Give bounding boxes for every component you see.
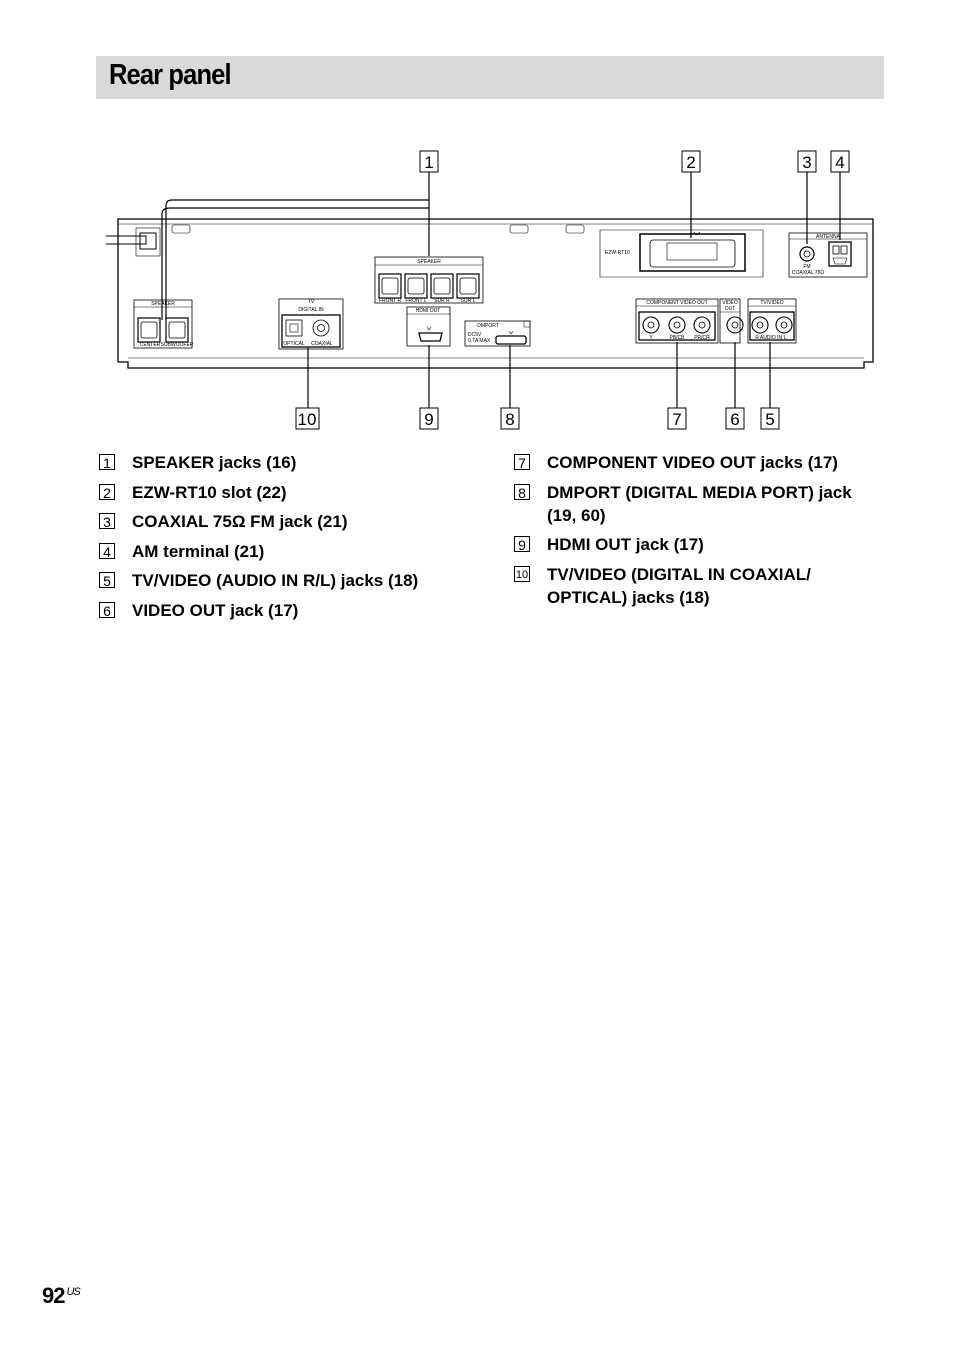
ezw-slot bbox=[599, 229, 764, 278]
list-item: 3 COAXIAL 75Ω FM jack (21) bbox=[96, 510, 496, 533]
list-item: 8 DMPORT (DIGITAL MEDIA PORT) jack (19, 6… bbox=[511, 481, 884, 527]
speaker-jacks-top bbox=[374, 256, 484, 304]
video-label: VIDEO bbox=[722, 300, 738, 306]
hdmi-out-label: HDMI OUT bbox=[416, 308, 441, 314]
item-number: 3 bbox=[99, 513, 115, 530]
item-number: 9 bbox=[514, 536, 530, 553]
l-label: L bbox=[784, 335, 787, 341]
item-text: EZW-RT10 slot (22) bbox=[132, 482, 287, 502]
item-text: COMPONENT VIDEO OUT jacks (17) bbox=[547, 453, 838, 472]
callout-1: 1 bbox=[424, 153, 433, 172]
out-label: OUT bbox=[725, 306, 736, 312]
front-l-label: FRONT L bbox=[405, 298, 427, 304]
callout-5: 5 bbox=[765, 410, 774, 429]
callout-9: 9 bbox=[424, 410, 433, 429]
rear-panel-diagram: 1 2 3 4 10 9 8 7 6 5 SPEAKER FRONT R FRO… bbox=[106, 150, 874, 430]
optical-label: OPTICAL bbox=[283, 341, 305, 347]
page-suffix: US bbox=[66, 1285, 80, 1298]
callout-7: 7 bbox=[672, 410, 681, 429]
hdmi-out-jack bbox=[406, 306, 451, 347]
list-item: 9 HDMI OUT jack (17) bbox=[511, 533, 884, 556]
callout-group bbox=[295, 150, 850, 430]
antenna-label: ANTENNA bbox=[816, 234, 841, 240]
item-text: COAXIAL 75Ω FM jack (21) bbox=[132, 512, 348, 531]
chassis-outline bbox=[117, 218, 874, 369]
item-text: DMPORT (DIGITAL MEDIA PORT) jack (19, 60… bbox=[547, 482, 852, 525]
tv-video-audio-in-jacks bbox=[747, 298, 797, 344]
r-label: R bbox=[755, 335, 759, 341]
list-item: 2 EZW-RT10 slot (22) bbox=[96, 481, 496, 504]
digital-in-label: DIGITAL IN bbox=[298, 307, 324, 313]
item-text: VIDEO OUT jack (17) bbox=[132, 600, 299, 620]
video-out-jack bbox=[719, 298, 744, 344]
dmport-jack bbox=[464, 320, 531, 347]
list-item: 10 TV/VIDEO (DIGITAL IN COAXIAL/ OPTICAL)… bbox=[511, 563, 884, 609]
page-title: Rear panel bbox=[109, 59, 232, 91]
speaker-left-label: SPEAKER bbox=[151, 301, 175, 307]
callout-6: 6 bbox=[730, 410, 739, 429]
dc5v-label: DC5V bbox=[468, 332, 482, 338]
pr-label: PR/CR bbox=[694, 335, 710, 341]
callout-3: 3 bbox=[802, 153, 811, 172]
item-number: 6 bbox=[99, 601, 115, 619]
surr-r-label: SUR R bbox=[434, 298, 450, 304]
item-text: HDMI OUT jack (17) bbox=[547, 535, 704, 554]
pb-label: PB/CB bbox=[669, 335, 685, 341]
callout-2: 2 bbox=[686, 153, 695, 172]
digital-in-jacks bbox=[278, 298, 344, 350]
fm-label: FM bbox=[803, 264, 810, 270]
item-text: TV/VIDEO (AUDIO IN R/L) jacks (18) bbox=[132, 571, 419, 590]
front-r-label: FRONT R bbox=[379, 298, 402, 304]
list-item: 7 COMPONENT VIDEO OUT jacks (17) bbox=[511, 451, 884, 474]
subwoofer-label: SUBWOOFER bbox=[161, 342, 194, 348]
item-number: 8 bbox=[514, 483, 530, 501]
list-item: 5 TV/VIDEO (AUDIO IN R/L) jacks (18) bbox=[96, 569, 496, 592]
list-item: 1 SPEAKER jacks (16) bbox=[96, 451, 496, 474]
item-text: AM terminal (21) bbox=[132, 541, 265, 561]
title-bar: Rear panel bbox=[96, 56, 884, 99]
y-label: Y bbox=[649, 335, 653, 341]
coaxial-75-label: COAXIAL 75Ω bbox=[792, 270, 824, 276]
item-number: 5 bbox=[99, 572, 115, 589]
component-video-out-label: COMPONENT VIDEO OUT bbox=[646, 300, 707, 306]
item-number: 2 bbox=[99, 483, 115, 501]
item-text: TV/VIDEO (DIGITAL IN COAXIAL/ OPTICAL) j… bbox=[547, 564, 811, 607]
center-label: CENTER bbox=[140, 342, 161, 348]
ezw-label: EZW-RT10 bbox=[605, 250, 630, 256]
speaker-top-label: SPEAKER bbox=[417, 259, 441, 265]
tv-video-label: TV/VIDEO bbox=[760, 300, 783, 306]
callout-10: 10 bbox=[298, 410, 317, 429]
item-number: 4 bbox=[99, 542, 115, 560]
callout-8: 8 bbox=[505, 410, 514, 429]
legend-right: 7 COMPONENT VIDEO OUT jacks (17) 8 DMPORT … bbox=[511, 451, 884, 615]
component-video-out-jacks bbox=[635, 298, 719, 344]
item-number: 7 bbox=[514, 454, 530, 471]
item-text: SPEAKER jacks (16) bbox=[132, 453, 297, 472]
surr-l-label: SUR L bbox=[461, 298, 476, 304]
tv-label: TV bbox=[308, 299, 315, 305]
antenna-terminals bbox=[788, 232, 868, 278]
speaker-jacks-left bbox=[133, 299, 193, 349]
page-number-value: 92 bbox=[42, 1283, 66, 1308]
item-number: 10 bbox=[514, 565, 530, 582]
list-item: 4 AM terminal (21) bbox=[96, 540, 496, 563]
callout-4: 4 bbox=[835, 153, 844, 172]
dmport-label: DMPORT bbox=[477, 323, 499, 329]
coaxial-label: COAXIAL bbox=[311, 341, 333, 347]
power-cord bbox=[106, 235, 147, 245]
item-number: 1 bbox=[99, 454, 115, 471]
audio-in-label: AUDIO IN bbox=[760, 335, 783, 341]
list-item: 6 VIDEO OUT jack (17) bbox=[96, 599, 496, 622]
amax-label: 0.7A MAX bbox=[468, 338, 491, 344]
